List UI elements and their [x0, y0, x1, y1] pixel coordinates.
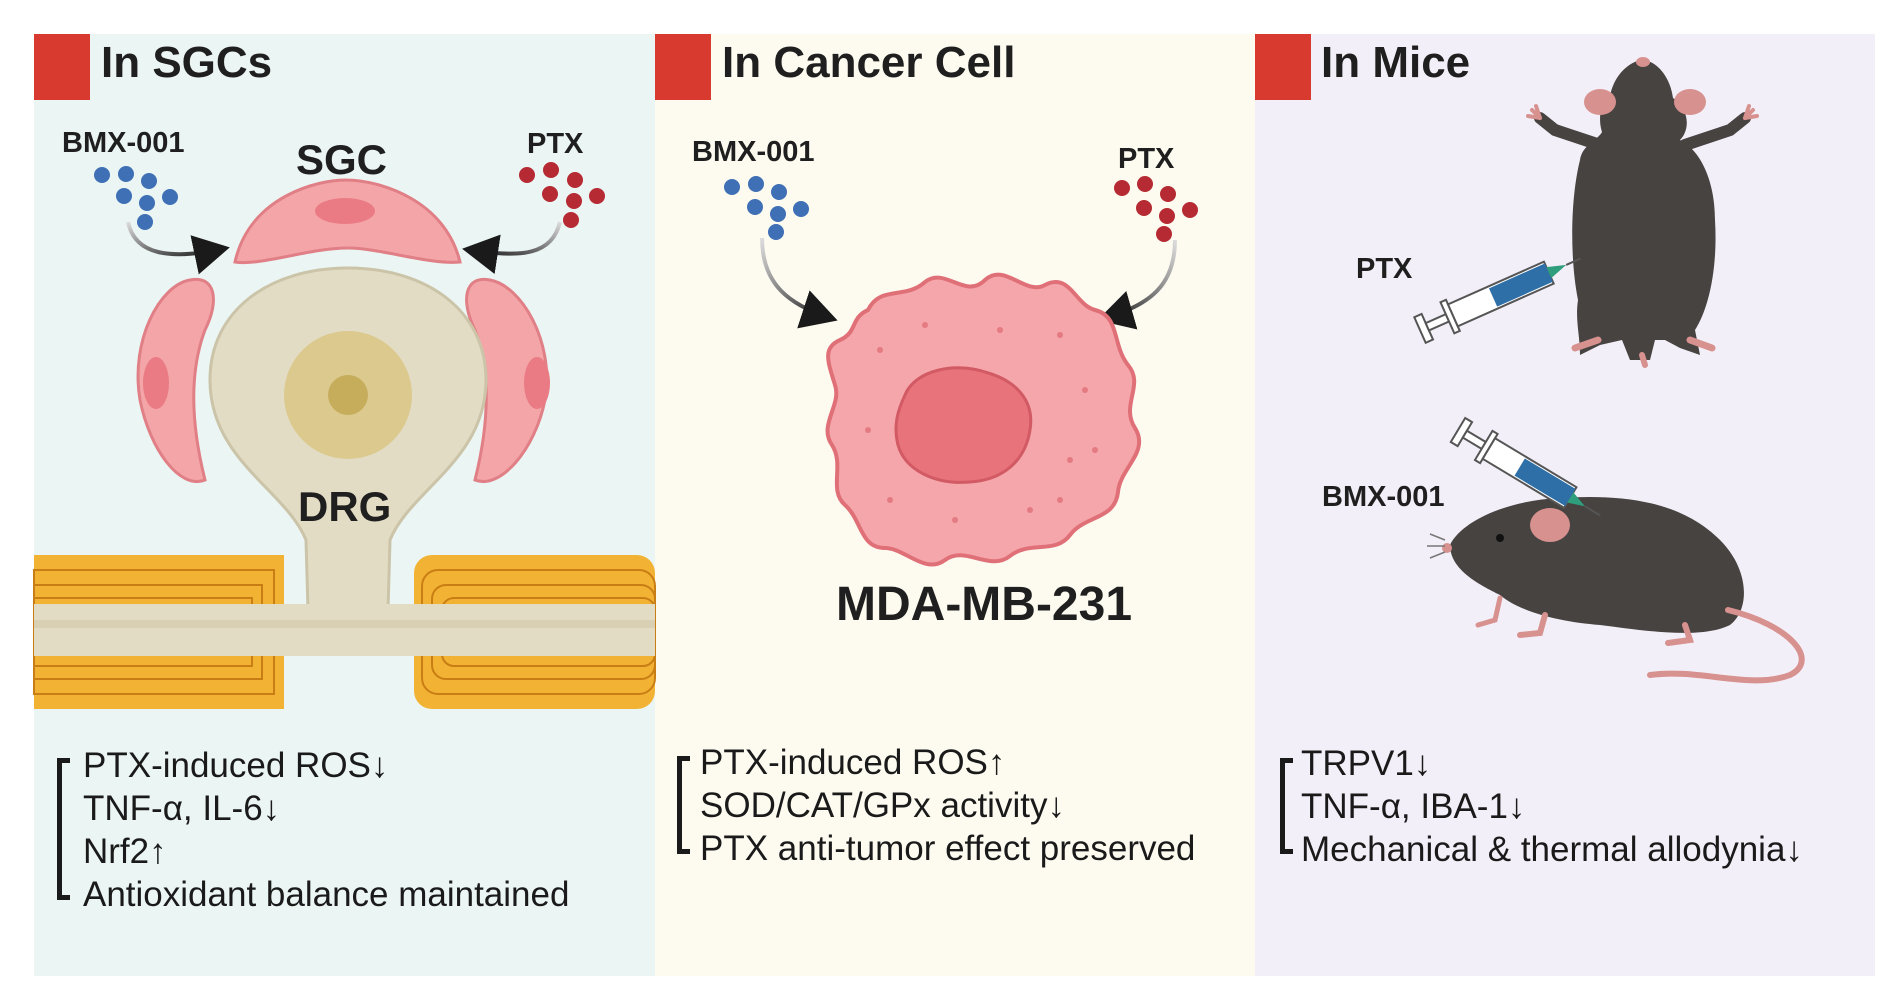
nerve-fiber-icon [33, 555, 656, 709]
drg-neuron-icon [208, 266, 488, 612]
effects-list-sgcs: PTX-induced ROS↓ TNF-α, IL-6↓ Nrf2↑ Anti… [83, 744, 569, 916]
effect-item: Mechanical & thermal allodynia↓ [1301, 830, 1803, 869]
effects-list-cancer: PTX-induced ROS↑ SOD/CAT/GPx activity↓ P… [700, 741, 1195, 870]
effect-item: TNF-α, IL-6↓ [83, 789, 281, 828]
injection-label-bmx: BMX-001 [1322, 481, 1445, 513]
ptx-molecules-icon [1114, 176, 1198, 242]
drug-label-bmx: BMX-001 [62, 127, 185, 159]
effect-item: SOD/CAT/GPx activity↓ [700, 786, 1065, 825]
injection-label-ptx: PTX [1356, 253, 1413, 285]
header-accent [34, 34, 90, 100]
effect-item: PTX-induced ROS↑ [700, 743, 1006, 782]
effect-item: TRPV1↓ [1301, 744, 1432, 783]
sgc-cell-icon [136, 277, 215, 483]
arrow-icon [1097, 239, 1177, 330]
cancer-cell-icon [825, 272, 1142, 567]
effect-item: PTX-induced ROS↓ [83, 746, 389, 785]
arrow-icon [760, 237, 838, 329]
drug-label-ptx: PTX [1118, 143, 1175, 175]
cell-label-drg: DRG [298, 483, 392, 530]
effect-item: Nrf2↑ [83, 832, 167, 871]
bracket-icon [1280, 758, 1293, 854]
mouse-icon [1427, 496, 1805, 684]
sgc-cell-icon [233, 178, 462, 265]
ptx-molecules-icon [519, 162, 605, 228]
arrow-icon [126, 221, 230, 275]
effects-list-mice: TRPV1↓ TNF-α, IBA-1↓ Mechanical & therma… [1301, 742, 1803, 871]
effect-item: PTX anti-tumor effect preserved [700, 829, 1196, 868]
syringe-icon [1412, 257, 1582, 345]
bmx-molecules-icon [724, 176, 809, 240]
mouse-icon [1526, 57, 1759, 368]
cell-label-sgc: SGC [296, 136, 388, 183]
syringe-icon [1449, 416, 1601, 517]
bracket-icon [57, 758, 70, 900]
drug-label-bmx: BMX-001 [692, 136, 815, 168]
effect-item: TNF-α, IBA-1↓ [1301, 787, 1526, 826]
cell-line-label: MDA-MB-231 [836, 578, 1133, 631]
sgc-cell-icon [465, 277, 550, 483]
panel-title: In Mice [1321, 38, 1471, 87]
panel-title: In Cancer Cell [722, 38, 1016, 87]
header-accent [655, 34, 711, 100]
effect-item: Antioxidant balance maintained [83, 875, 570, 914]
drug-label-ptx: PTX [527, 128, 584, 160]
arrow-icon [462, 221, 562, 275]
header-accent [1255, 34, 1311, 100]
bmx-molecules-icon [94, 166, 178, 230]
bracket-icon [677, 756, 690, 854]
panel-title: In SGCs [101, 38, 273, 87]
